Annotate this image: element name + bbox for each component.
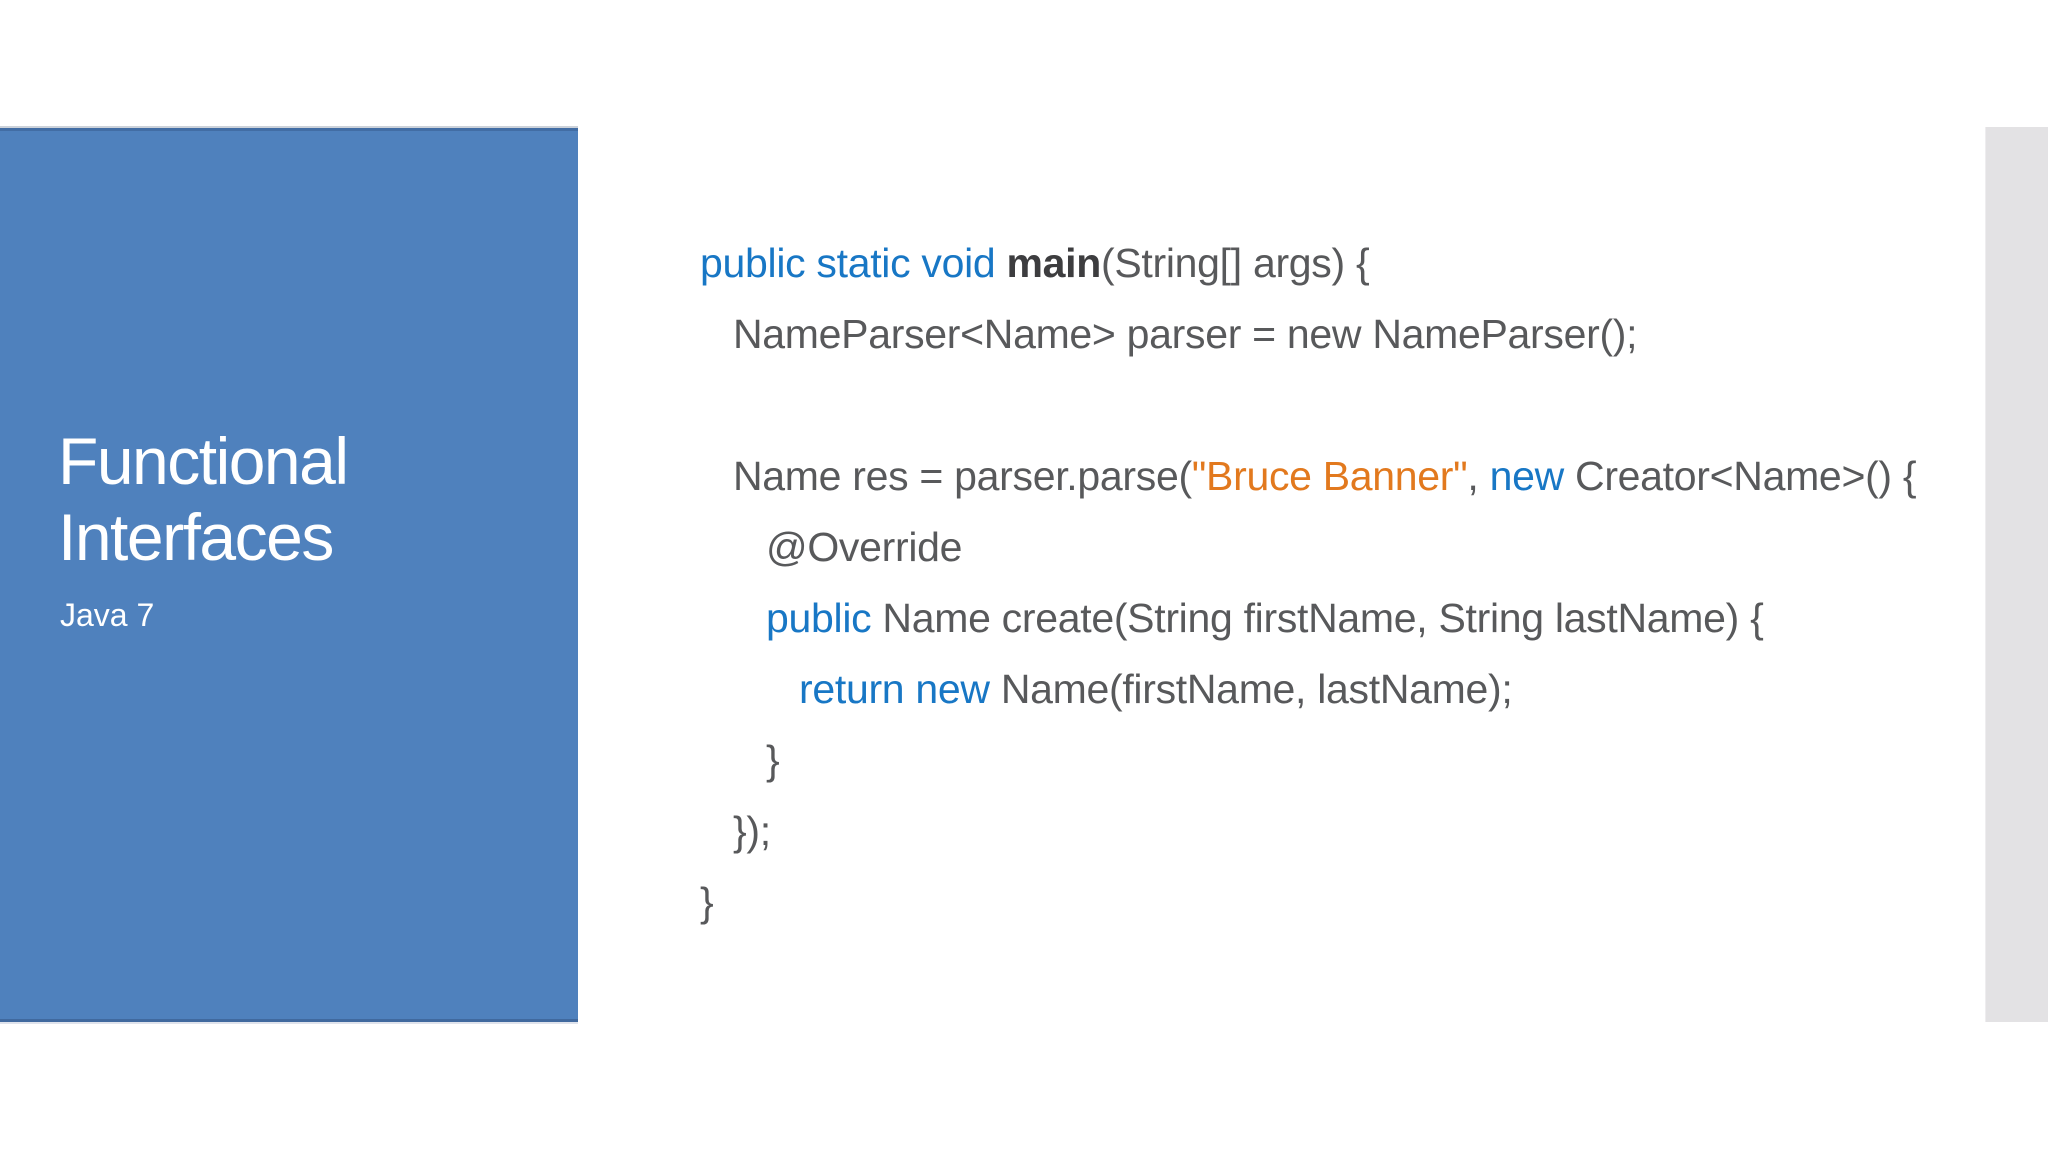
code-line <box>700 370 1980 441</box>
code-segment-plain: Name(firstName, lastName); <box>1000 666 1513 712</box>
title-panel: Functional Interfaces Java 7 <box>0 128 578 1022</box>
code-segment-kw: return new <box>799 666 1001 712</box>
code-segment-plain: } <box>700 879 714 925</box>
code-block: public static void main(String[] args) {… <box>700 228 1980 938</box>
right-edge-strip <box>1985 127 2048 1022</box>
code-line: @Override <box>700 512 1980 583</box>
code-segment-kw: public static void <box>700 240 1007 286</box>
code-line: public Name create(String firstName, Str… <box>700 583 1980 654</box>
code-segment-bold: main <box>1006 240 1102 286</box>
code-segment-str: "Bruce Banner" <box>1191 453 1468 499</box>
code-line: } <box>700 725 1980 796</box>
code-line: Name res = parser.parse("Bruce Banner", … <box>700 441 1980 512</box>
code-segment-plain: Name create(String firstName, String las… <box>882 595 1764 641</box>
slide-subtitle: Java 7 <box>60 597 155 633</box>
code-line: }); <box>700 796 1980 867</box>
code-segment-kw: public <box>766 595 883 641</box>
slide-title: Functional Interfaces <box>58 424 349 574</box>
code-segment-plain: NameParser<Name> parser = new NameParser… <box>733 311 1638 357</box>
code-line: public static void main(String[] args) { <box>700 228 1980 299</box>
code-line: return new Name(firstName, lastName); <box>700 654 1980 725</box>
code-segment-kw: new <box>1489 453 1576 499</box>
code-segment-plain: , <box>1467 453 1490 499</box>
code-segment-plain: (String[] args) { <box>1101 240 1370 286</box>
code-line: } <box>700 867 1980 938</box>
code-segment-plain: Name res = parser.parse( <box>733 453 1192 499</box>
code-segment-plain: @Override <box>766 524 963 570</box>
code-segment-plain: } <box>766 737 780 783</box>
code-line: NameParser<Name> parser = new NameParser… <box>700 299 1980 370</box>
code-segment-plain: }); <box>733 808 771 854</box>
code-segment-plain: Creator<Name>() { <box>1575 453 1917 499</box>
